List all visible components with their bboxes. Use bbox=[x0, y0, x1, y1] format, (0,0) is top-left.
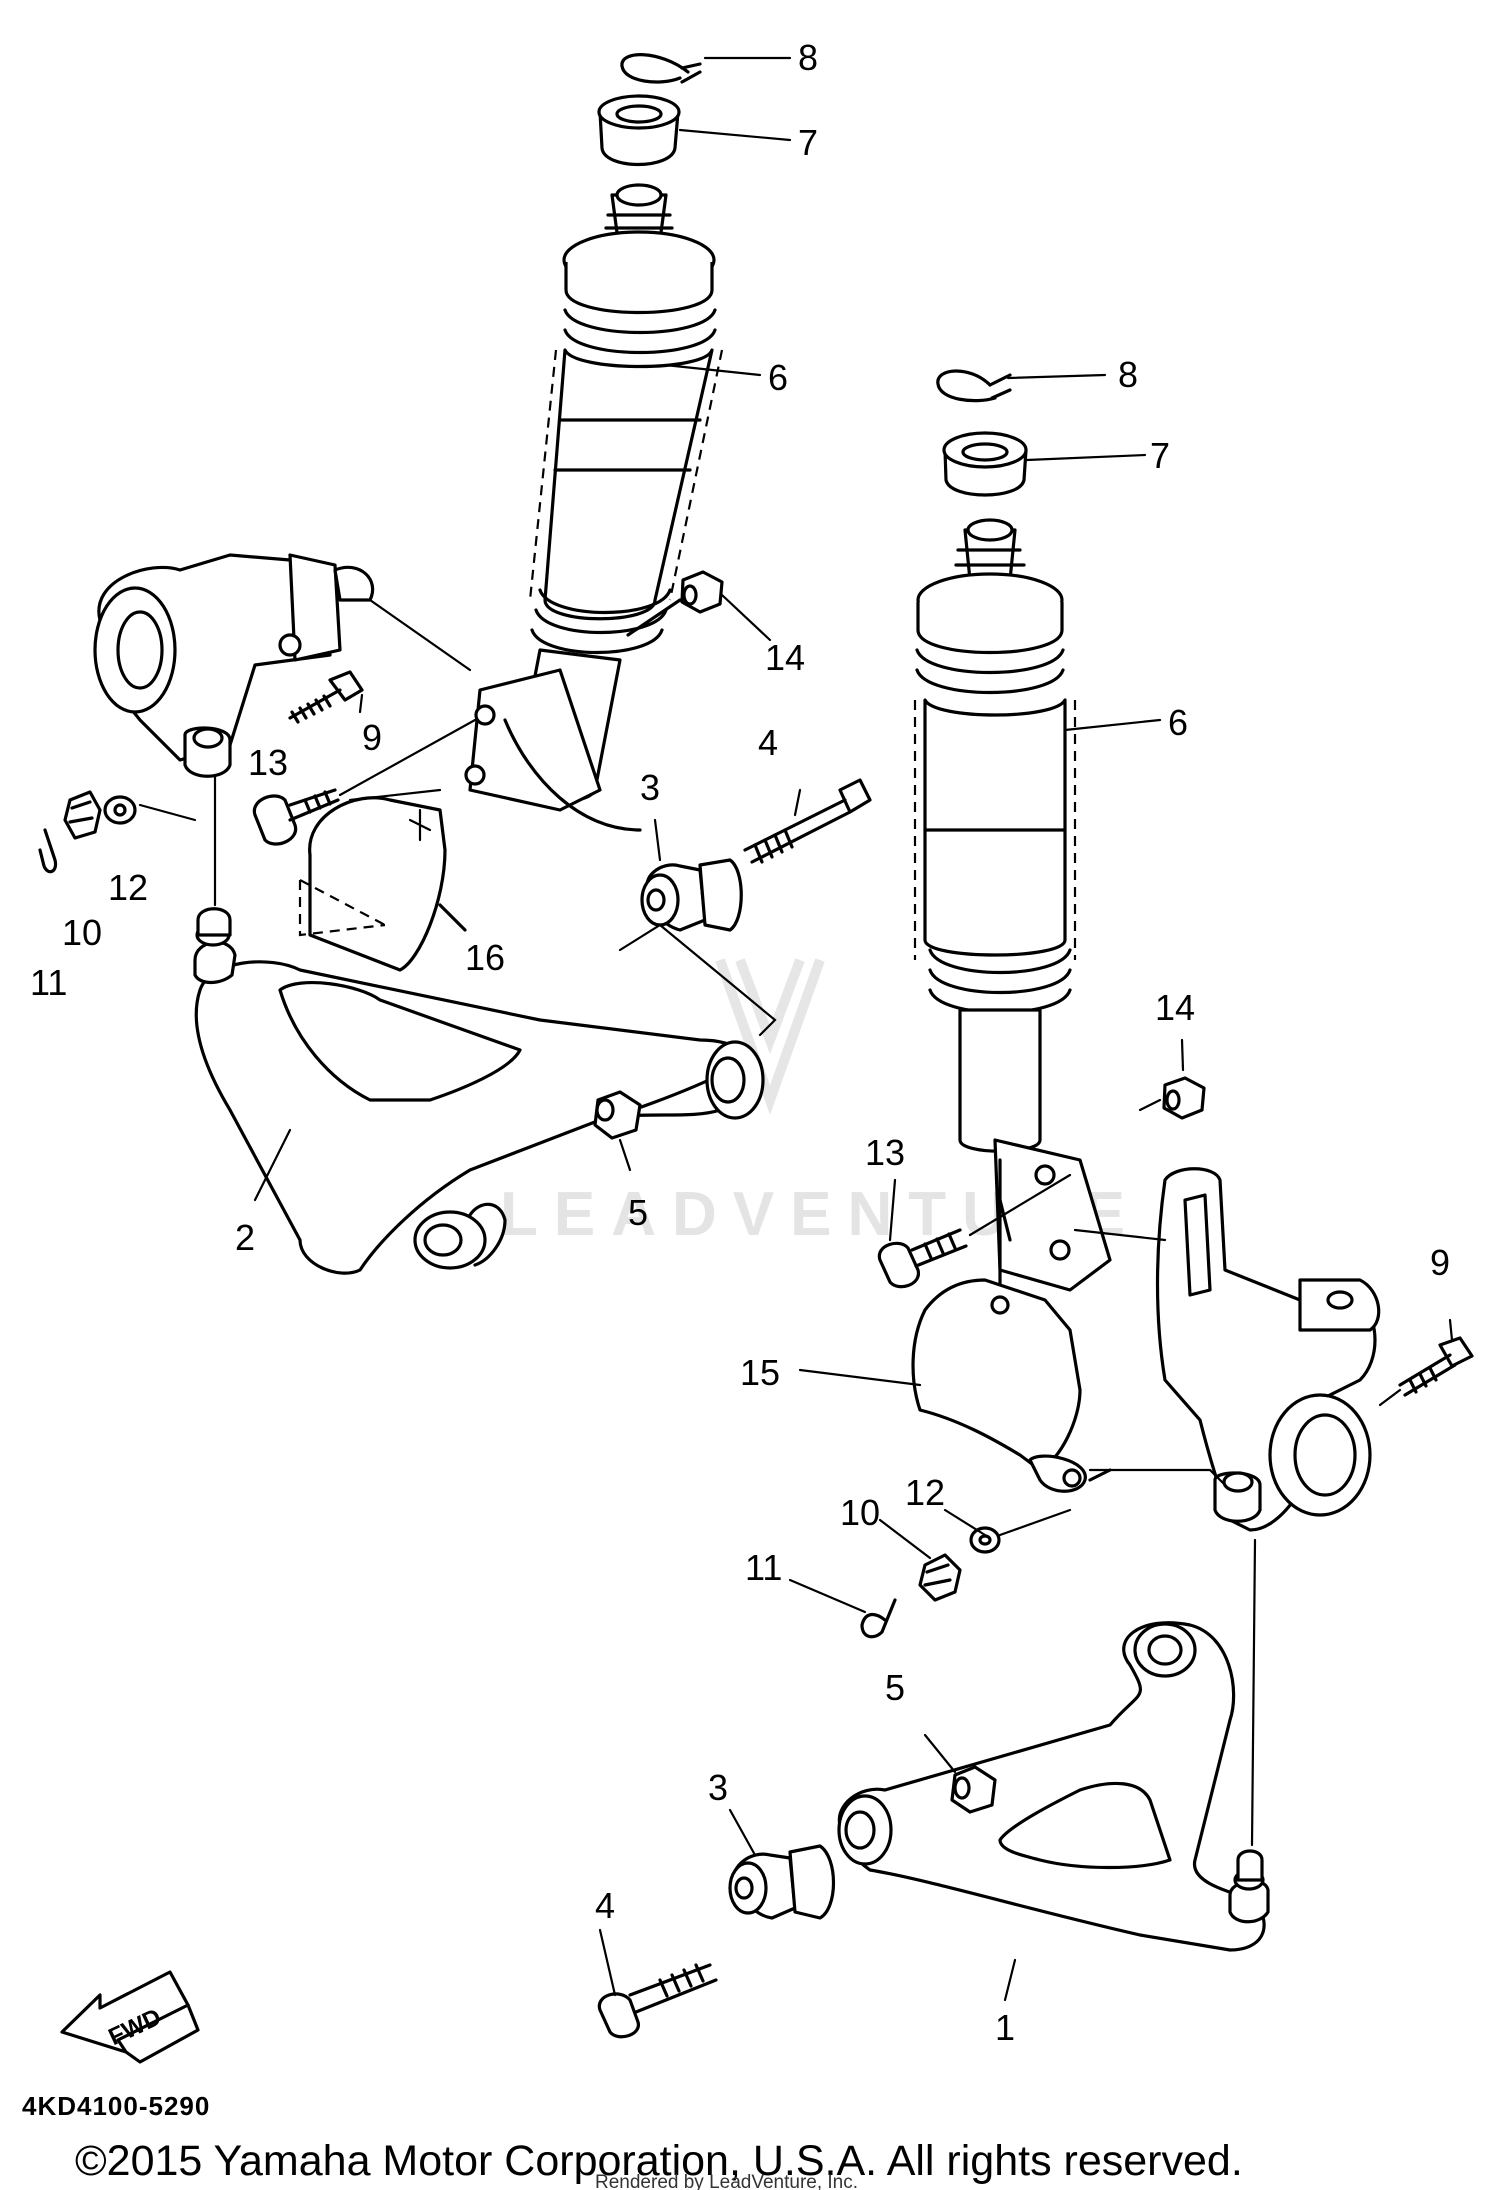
callout-6-left: 6 bbox=[768, 357, 788, 398]
leader-7-right bbox=[1025, 453, 1147, 462]
leader-8-right bbox=[1006, 373, 1107, 380]
nut-5-right[interactable] bbox=[923, 1733, 997, 1814]
diagram-code: 4KD4100-5290 bbox=[22, 2091, 210, 2121]
leader-7-left bbox=[678, 128, 792, 142]
nut-5-left[interactable] bbox=[593, 1090, 642, 1140]
cotter-pin-11-left[interactable] bbox=[38, 828, 58, 874]
callout-11-right: 11 bbox=[745, 1547, 782, 1588]
castle-nut-10-left[interactable] bbox=[63, 790, 102, 840]
nut-14-right[interactable] bbox=[1138, 1038, 1206, 1120]
bolt-4-right[interactable] bbox=[597, 1928, 718, 2039]
leader-2 bbox=[253, 1128, 292, 1202]
callout-10-right: 10 bbox=[840, 1492, 880, 1533]
rendered-by-text: Rendered by LeadVenture, Inc. bbox=[595, 2172, 858, 2190]
callout-8-left: 8 bbox=[798, 37, 818, 78]
callout-1: 1 bbox=[995, 2007, 1015, 2048]
callout-14-left: 14 bbox=[765, 637, 805, 678]
bushing-3-left[interactable] bbox=[618, 858, 777, 1037]
castle-nut-10-right[interactable] bbox=[918, 1553, 962, 1602]
callout-8-right: 8 bbox=[1118, 354, 1138, 395]
callout-2: 2 bbox=[235, 1217, 255, 1258]
callout-4-right: 4 bbox=[595, 1885, 615, 1926]
copyright-text: ©2015 Yamaha Motor Corporation, U.S.A. A… bbox=[75, 2137, 1243, 2185]
spring-seat-7-left[interactable] bbox=[597, 94, 681, 166]
callout-13-left: 13 bbox=[248, 742, 288, 783]
cover-16-left[interactable] bbox=[298, 796, 467, 972]
leader-6-right bbox=[1063, 718, 1162, 732]
spring-seat-7-right[interactable] bbox=[942, 431, 1028, 497]
callout-7-left: 7 bbox=[798, 122, 818, 163]
right-assembly bbox=[597, 369, 1474, 2039]
callout-15: 15 bbox=[740, 1352, 780, 1393]
leader-14-left bbox=[720, 593, 772, 642]
callout-11-left: 11 bbox=[30, 962, 67, 1003]
leader-5-left bbox=[618, 1138, 632, 1172]
lower-arm-1-right[interactable] bbox=[837, 1538, 1270, 1952]
leader-15 bbox=[798, 1368, 922, 1387]
callout-9-right: 9 bbox=[1430, 1242, 1450, 1283]
leader-6-left bbox=[663, 363, 762, 377]
bolt-13-right[interactable] bbox=[877, 1173, 1072, 1289]
leader-3-left bbox=[653, 818, 662, 862]
upper-arm-2-left[interactable] bbox=[193, 773, 765, 1275]
cover-15-right[interactable] bbox=[911, 1278, 1232, 1493]
steering-knuckle-right[interactable] bbox=[1073, 1167, 1381, 1532]
left-assembly bbox=[38, 53, 872, 1275]
shock-absorber-6-right[interactable] bbox=[913, 518, 1112, 1302]
callouts: 8 7 6 14 9 13 4 3 12 10 11 16 5 2 8 7 6 … bbox=[30, 37, 1450, 2048]
callout-10-left: 10 bbox=[62, 912, 102, 953]
callout-7-right: 7 bbox=[1150, 435, 1170, 476]
washer-12-right[interactable] bbox=[969, 1508, 1072, 1554]
callout-3-left: 3 bbox=[640, 767, 660, 808]
callout-3-right: 3 bbox=[708, 1767, 728, 1808]
nut-14-left[interactable] bbox=[626, 570, 724, 637]
leader-12-right bbox=[943, 1508, 987, 1537]
callout-4-left: 4 bbox=[758, 722, 778, 763]
bolt-4-left[interactable] bbox=[743, 778, 872, 864]
fwd-arrow: FWD bbox=[60, 1970, 200, 2064]
callout-5-right: 5 bbox=[885, 1667, 905, 1708]
leader-1 bbox=[1003, 1958, 1017, 2002]
callout-12-left: 12 bbox=[108, 867, 148, 908]
bushing-3-right[interactable] bbox=[728, 1808, 836, 1920]
leader-9-left bbox=[358, 693, 364, 714]
shock-absorber-6-left[interactable] bbox=[464, 183, 724, 832]
circlip-8-right[interactable] bbox=[936, 369, 1012, 403]
bolt-9-left[interactable] bbox=[288, 670, 364, 724]
callout-6-right: 6 bbox=[1168, 702, 1188, 743]
washer-12-left[interactable] bbox=[103, 795, 197, 825]
cotter-pin-11-right[interactable] bbox=[860, 1598, 897, 1639]
callout-13-right: 13 bbox=[865, 1132, 905, 1173]
callout-14-right: 14 bbox=[1155, 987, 1195, 1028]
bolt-9-right[interactable] bbox=[1378, 1318, 1474, 1407]
callout-12-right: 12 bbox=[905, 1472, 945, 1513]
steering-knuckle-left[interactable] bbox=[93, 553, 472, 778]
callout-16: 16 bbox=[465, 937, 505, 978]
circlip-8-left[interactable] bbox=[620, 53, 702, 84]
leader-11-right bbox=[788, 1578, 867, 1614]
leader-4-left bbox=[793, 788, 802, 817]
callout-9-left: 9 bbox=[362, 717, 382, 758]
leader-10-right bbox=[878, 1518, 932, 1560]
bolt-13-left[interactable] bbox=[252, 718, 477, 846]
callout-5-left: 5 bbox=[628, 1192, 648, 1233]
